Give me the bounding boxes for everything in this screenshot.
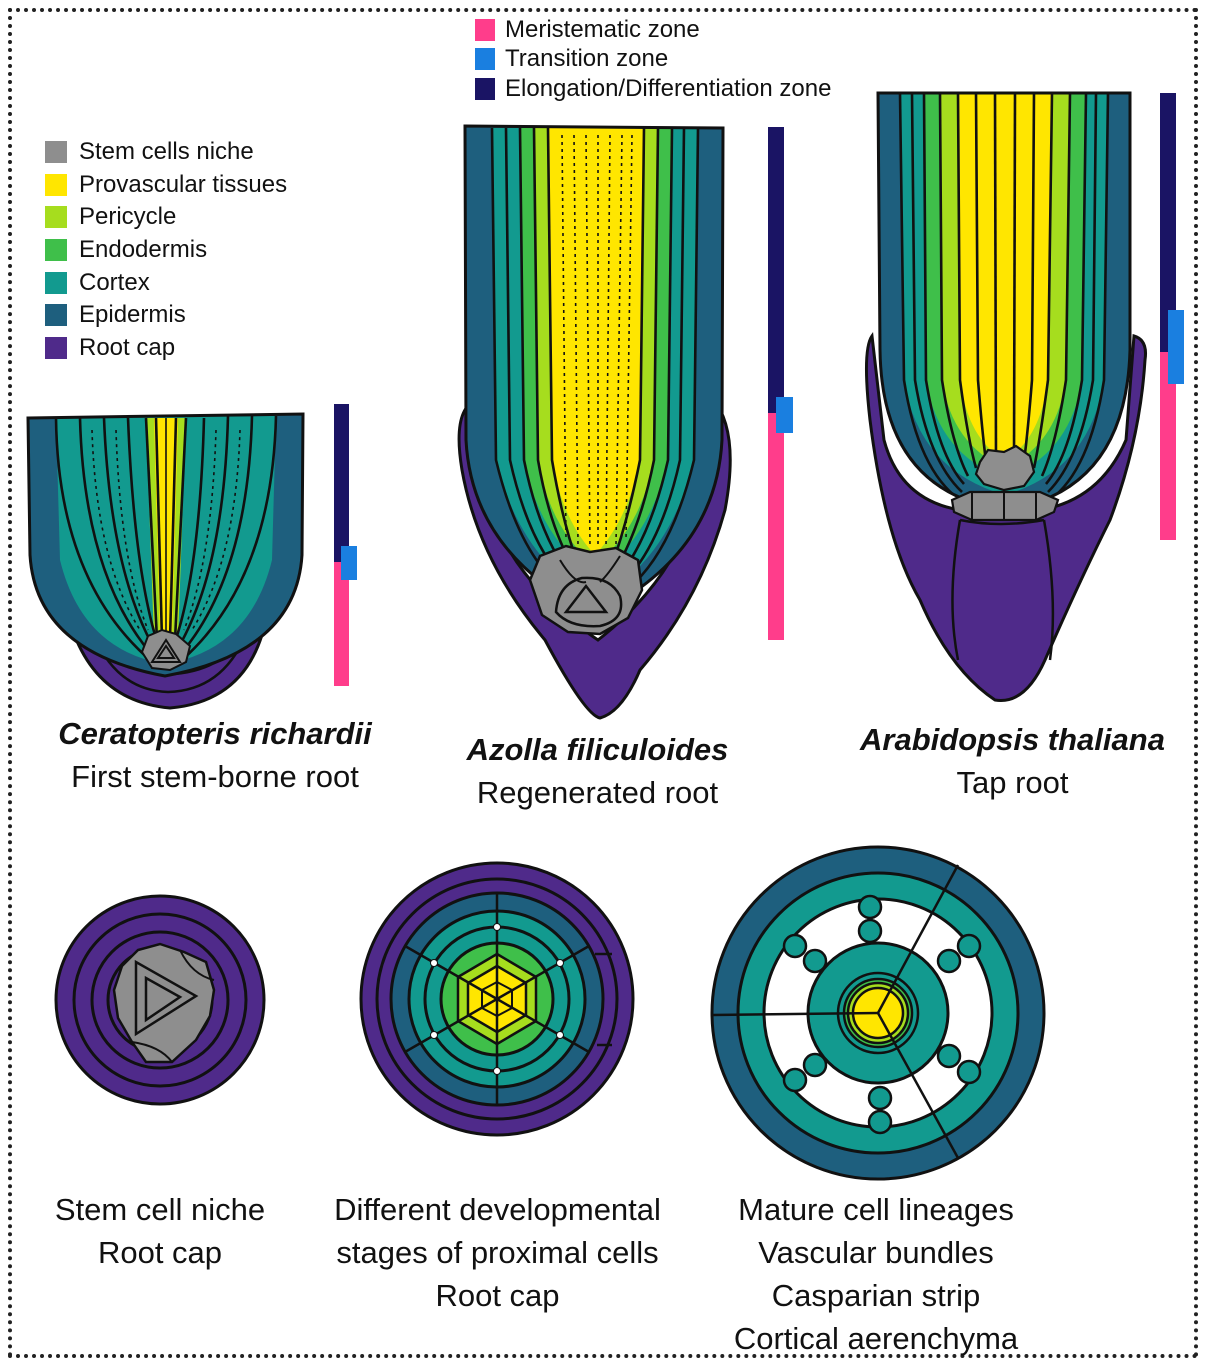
stem-cell-niche — [140, 628, 192, 672]
tissue-legend: Stem cells niche Provascular tissues Per… — [45, 136, 287, 364]
swatch — [45, 239, 67, 262]
root-outline — [26, 412, 305, 678]
legend-item-transition: Transition zone — [475, 45, 831, 75]
caption-cross-section-1: Stem cell niche Root cap — [54, 1192, 266, 1270]
legend-item-epidermis: Epidermis — [45, 299, 287, 332]
caption-ceratopteris: Ceratopteris richardii First stem-borne … — [20, 712, 410, 798]
stem-cell-niche — [528, 544, 644, 636]
swatch — [45, 336, 67, 359]
transition-zone-bar — [1168, 310, 1184, 384]
species-name: Ceratopteris richardii — [58, 716, 372, 751]
swatch — [45, 304, 67, 327]
ceratopteris-root — [26, 404, 357, 710]
elongation-zone-bar — [334, 404, 349, 566]
swatch — [45, 173, 67, 196]
zone-legend: Meristematic zone Transition zone Elonga… — [475, 15, 831, 104]
legend-item-pericycle: Pericycle — [45, 201, 287, 234]
lateral-root-cap-line — [1042, 519, 1055, 661]
caption-arabidopsis: Arabidopsis thaliana Tap root — [825, 718, 1200, 804]
zone-bar-azolla — [768, 127, 793, 640]
legend-item-elongation: Elongation/Differentiation zone — [475, 74, 831, 104]
zone-bar-arabidopsis — [1160, 93, 1184, 540]
cross-section-developmental-stages — [359, 861, 635, 1137]
legend-item-meristematic: Meristematic zone — [475, 15, 831, 45]
swatch — [45, 206, 67, 229]
zone-bar-ceratopteris — [334, 404, 357, 686]
legend-item-root-cap: Root cap — [45, 332, 287, 365]
transition-zone-bar — [776, 397, 793, 433]
swatch — [45, 141, 67, 164]
elongation-zone-bar — [768, 127, 784, 417]
caption-azolla: Azolla filiculoides Regenerated root — [410, 728, 785, 814]
transition-zone-bar — [341, 546, 357, 580]
elongation-zone-bar — [1160, 93, 1176, 358]
stem-cell-niche — [950, 444, 1060, 522]
meristematic-zone-bar — [334, 562, 349, 686]
swatch — [475, 77, 495, 100]
root-cap — [457, 394, 732, 720]
swatch — [475, 48, 495, 71]
legend-item-cortex: Cortex — [45, 266, 287, 299]
swatch — [475, 18, 495, 41]
cross-section-mature — [710, 845, 1046, 1181]
caption-cross-section-2: Different developmental stages of proxim… — [334, 1192, 661, 1313]
azolla-root — [457, 124, 793, 720]
legend-item-stem-cells: Stem cells niche — [45, 136, 287, 169]
root-type: First stem-borne root — [71, 759, 359, 794]
swatch — [45, 271, 67, 294]
caption-cross-section-3: Mature cell lineages Vascular bundles Ca… — [733, 1192, 1019, 1356]
meristematic-zone-bar — [1160, 352, 1176, 540]
cross-section-stem-cell-niche — [54, 894, 266, 1106]
species-name: Arabidopsis thaliana — [860, 722, 1165, 757]
meristematic-zone-bar — [768, 413, 784, 640]
dotted-frame — [8, 8, 1198, 1358]
lateral-root-cap-line — [951, 519, 962, 661]
legend-item-endodermis: Endodermis — [45, 234, 287, 267]
legend-item-provascular: Provascular tissues — [45, 169, 287, 202]
species-name: Azolla filiculoides — [466, 732, 729, 767]
arabidopsis-root — [864, 91, 1184, 702]
root-type: Tap root — [956, 765, 1069, 800]
columella-line — [959, 518, 1045, 526]
root-type: Regenerated root — [476, 775, 719, 810]
